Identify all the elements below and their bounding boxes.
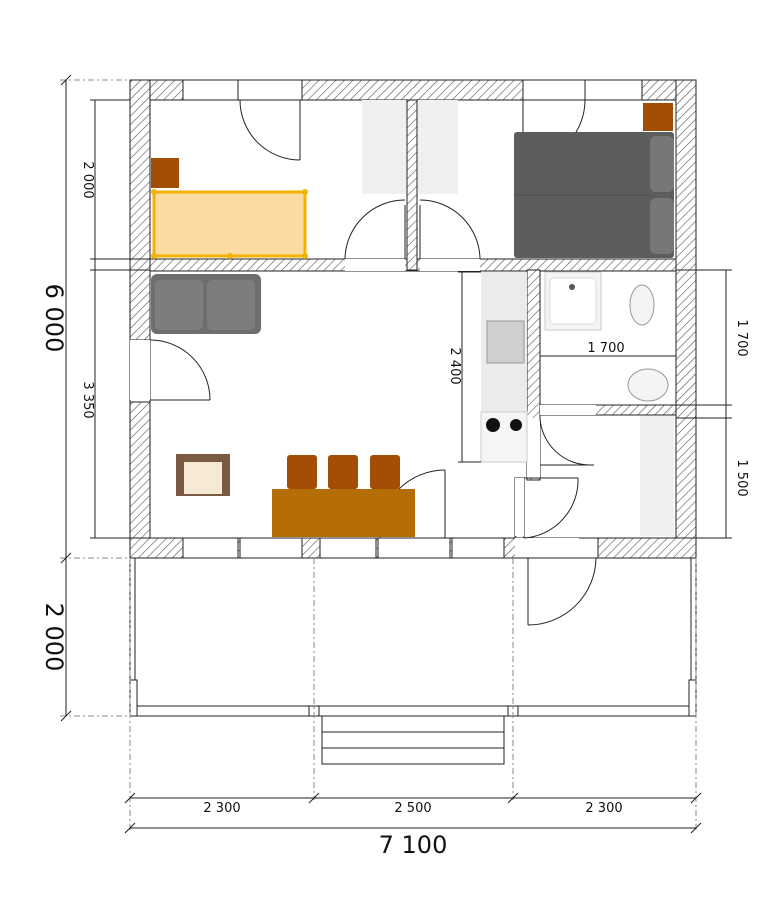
dining-table (272, 455, 415, 537)
single-bed-selected[interactable] (152, 190, 307, 258)
dim-hall-depth: 1 500 (734, 459, 749, 496)
terrace (129, 557, 697, 765)
double-bed (514, 132, 674, 258)
dim-total-width: 7 100 (379, 831, 448, 859)
hall-wardrobe (640, 416, 674, 536)
dim-living-depth: 3 350 (80, 381, 95, 418)
dimension-lines (60, 74, 732, 834)
dim-span-middle: 2 500 (394, 801, 431, 816)
kitchen-counter (480, 272, 528, 463)
sofa (151, 274, 261, 334)
wardrobe-left (362, 100, 406, 194)
door-gaps (130, 259, 596, 558)
dim-bath-width: 1 700 (587, 341, 624, 356)
nightstand-left (151, 158, 179, 188)
axis-lines (60, 79, 697, 830)
dim-kitchen-length: 2 400 (447, 347, 462, 384)
armchair (176, 454, 230, 496)
interior-walls (149, 99, 677, 539)
dim-total-height: 6 000 (40, 284, 68, 353)
dim-terrace-depth: 2 000 (40, 603, 68, 672)
dim-span-right: 2 300 (585, 801, 622, 816)
dim-bedroom-depth: 2 000 (80, 161, 95, 198)
nightstand-right (643, 103, 673, 131)
wardrobe-right (418, 100, 458, 194)
bathroom-fixtures (544, 271, 669, 402)
dim-span-left: 2 300 (203, 801, 240, 816)
dim-bath-depth: 1 700 (734, 319, 749, 356)
